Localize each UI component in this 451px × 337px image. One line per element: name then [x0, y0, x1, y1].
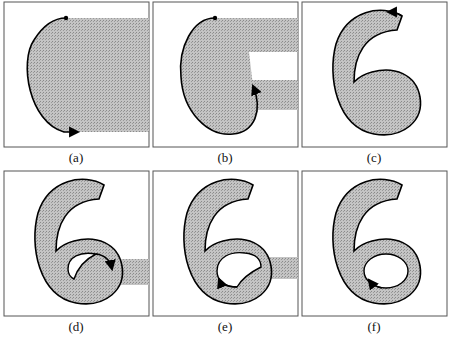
panel-caption: (f): [368, 319, 381, 334]
panel-f: [302, 171, 447, 316]
panel-caption: (a): [69, 150, 83, 165]
panel-d: [4, 171, 149, 316]
panel-caption: (b): [217, 150, 232, 165]
panel-a: [4, 2, 149, 147]
panel-b: [153, 2, 298, 147]
panel-e: [153, 171, 298, 316]
panel-caption: (e): [218, 319, 232, 334]
panel-caption: (c): [367, 150, 381, 165]
panel-c: [302, 2, 447, 147]
panel-caption: (d): [68, 319, 83, 334]
